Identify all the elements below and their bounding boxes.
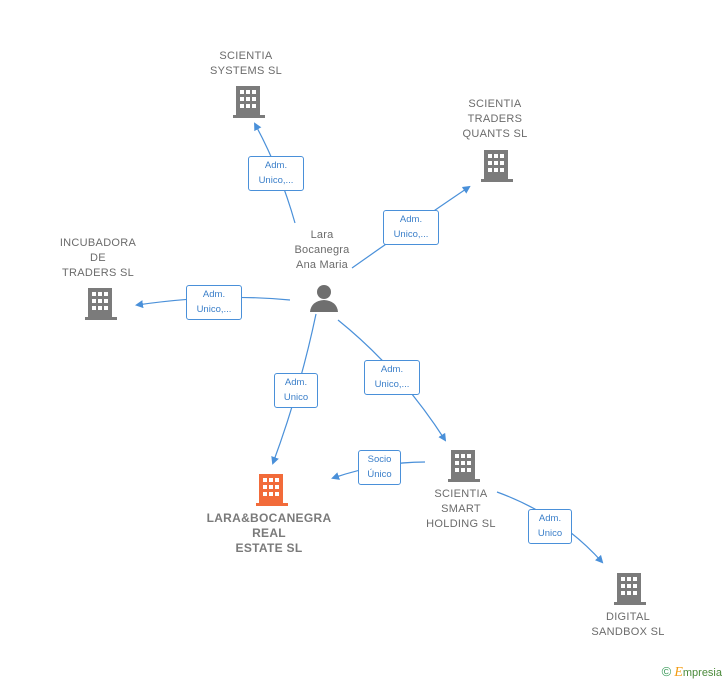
company-label-incubadora[interactable]: INCUBADORA DE TRADERS SL [59, 237, 137, 279]
edge-label-real-estate[interactable]: Adm. Unico [274, 373, 318, 408]
building-icon[interactable] [448, 448, 480, 482]
edge-label-systems[interactable]: Adm. Unico,... [248, 156, 304, 191]
person-name[interactable]: Lara Bocanegra Ana Maria [294, 229, 350, 271]
edge-label-digital[interactable]: Adm. Unico [528, 509, 572, 544]
person-icon[interactable] [309, 283, 339, 313]
building-icon[interactable] [481, 148, 513, 182]
edge-label-socio[interactable]: Socio Único [358, 450, 401, 485]
company-label-scientia-traders[interactable]: SCIENTIA TRADERS QUANTS SL [462, 98, 528, 140]
company-label-digital-sandbox[interactable]: DIGITAL SANDBOX SL [591, 611, 665, 638]
building-main-icon[interactable] [256, 472, 288, 506]
company-label-lara-real-estate[interactable]: LARA&BOCANEGRA REAL ESTATE SL [206, 511, 332, 555]
edge-label-incubadora[interactable]: Adm. Unico,... [186, 285, 242, 320]
building-icon[interactable] [233, 84, 265, 118]
brand-logo: © Empresia [662, 664, 722, 681]
building-icon[interactable] [85, 286, 117, 320]
brand-initial: E [674, 665, 683, 680]
edge-label-smart[interactable]: Adm. Unico,... [364, 360, 420, 395]
company-label-scientia-systems[interactable]: SCIENTIA SYSTEMS SL [209, 50, 283, 77]
building-icon[interactable] [614, 571, 646, 605]
brand-name: mpresia [682, 667, 722, 679]
copyright-icon: © [661, 664, 672, 679]
company-label-scientia-smart[interactable]: SCIENTIA SMART HOLDING SL [426, 488, 496, 530]
edge-label-traders[interactable]: Adm. Unico,... [383, 210, 439, 245]
